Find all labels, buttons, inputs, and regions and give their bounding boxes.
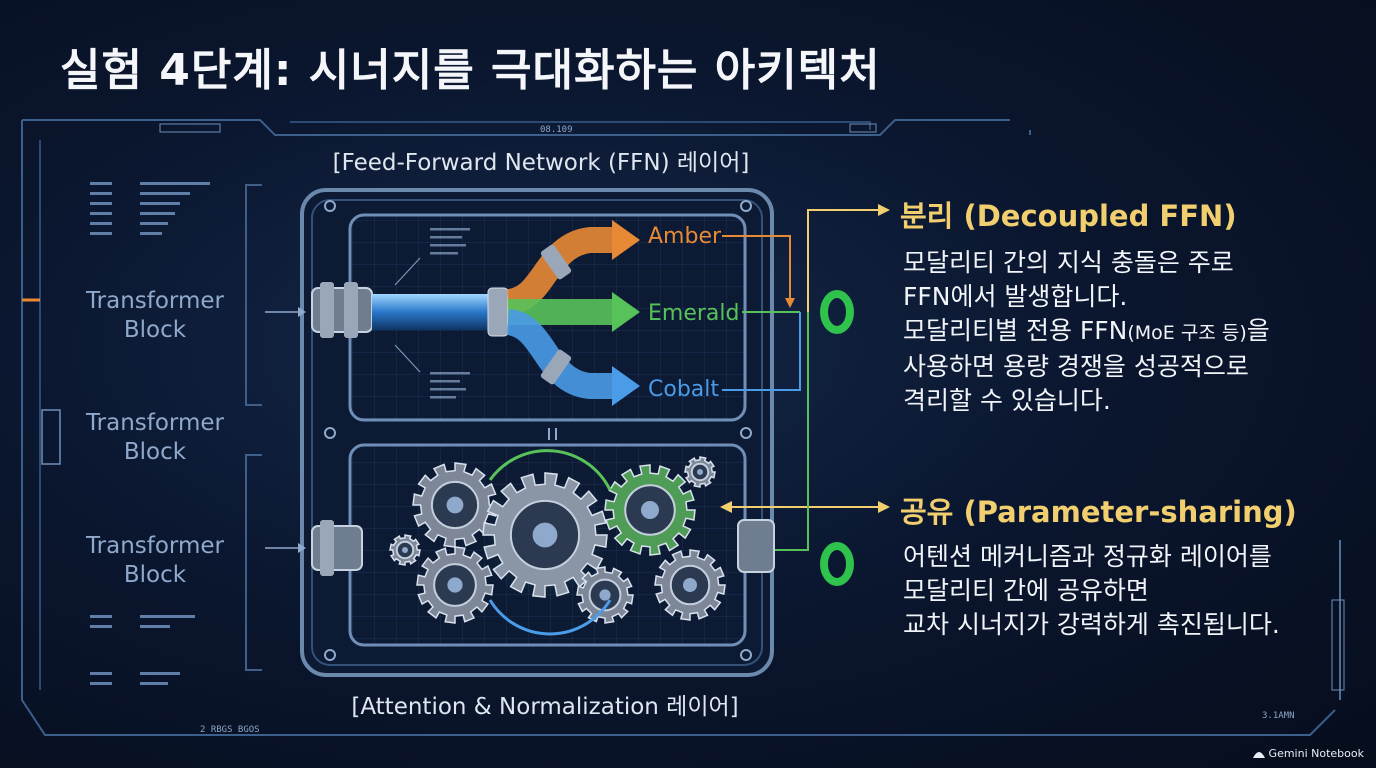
gear-center [482, 472, 608, 598]
attention-output-connector [737, 519, 775, 573]
expert-label-amber: Amber [648, 224, 722, 249]
attention-input-connector [311, 520, 363, 576]
cobalt-arrow-head [612, 366, 640, 406]
amber-branch [505, 227, 615, 315]
cobalt-branch [505, 309, 615, 399]
gemini-logo-icon [1252, 751, 1265, 758]
check-circle-sharing [820, 542, 854, 586]
decoupled-body: 모달리티 간의 지식 충돌은 주로 FFN에서 발생합니다. 모달리티별 전용 … [903, 246, 1270, 418]
footer-text: Gemini Notebook [1268, 747, 1364, 760]
hud-tag-right: 3.1AMN [1262, 711, 1295, 721]
decoupled-line-4: 사용하면 용량 경쟁을 성공적으로 [903, 352, 1249, 381]
emerald-arrow-head [612, 292, 640, 332]
footer-brand: Gemini Notebook [1252, 747, 1364, 760]
ffn-input-connector [311, 282, 373, 338]
expert-label-emerald: Emerald [648, 301, 739, 326]
attention-layer-label: [Attention & Normalization 레이어] [351, 694, 738, 720]
gear-green [604, 464, 696, 556]
sharing-line-2: 모달리티 간에 공유하면 [903, 576, 1149, 605]
sharing-heading: 공유 (Parameter-sharing) [900, 495, 1297, 529]
sharing-body: 어텐션 메커니즘과 정규화 레이어를 모달리티 간에 공유하면 교차 시너지가 … [903, 540, 1280, 642]
amber-arrow-head [612, 220, 640, 260]
expert-label-cobalt: Cobalt [648, 377, 719, 402]
hud-frame [21, 119, 1341, 736]
gear-glow-arc [488, 449, 612, 491]
page-title: 실험 4단계: 시너지를 극대화하는 아키텍처 [60, 45, 881, 96]
gear-left-bottom [416, 546, 494, 624]
gear-glow-arc-bottom [488, 599, 612, 636]
decoupled-line-1: 모달리티 간의 지식 충돌은 주로 [903, 248, 1234, 277]
gear-small-bottom [576, 566, 634, 624]
sharing-line-1: 어텐션 메커니즘과 정규화 레이어를 [903, 542, 1272, 571]
decoupled-line-3: 모달리티별 전용 FFN(MoE 구조 등)을 [903, 316, 1270, 345]
hud-tag-bottom: 2 RBGS BGOS [200, 725, 260, 735]
gear-tiny [389, 534, 421, 566]
decoupled-line-5: 격리할 수 있습니다. [903, 386, 1111, 415]
ffn-pipe [372, 294, 497, 330]
sharing-line-3: 교차 시너지가 강력하게 촉진됩니다. [903, 610, 1280, 639]
gear-tiny-top [684, 456, 716, 488]
ffn-layer-label: [Feed-Forward Network (FFN) 레이어] [333, 150, 750, 176]
hud-tag-top: 08.109 [540, 125, 573, 135]
gear-right-bottom [654, 549, 726, 621]
check-circle-decoupled [820, 290, 854, 334]
gears [389, 449, 726, 636]
decoupled-heading: 분리 (Decoupled FFN) [900, 199, 1237, 233]
gear-left-top [412, 462, 498, 548]
hud-data-lines [90, 182, 210, 685]
decoupled-line-2: FFN에서 발생합니다. [903, 282, 1128, 311]
